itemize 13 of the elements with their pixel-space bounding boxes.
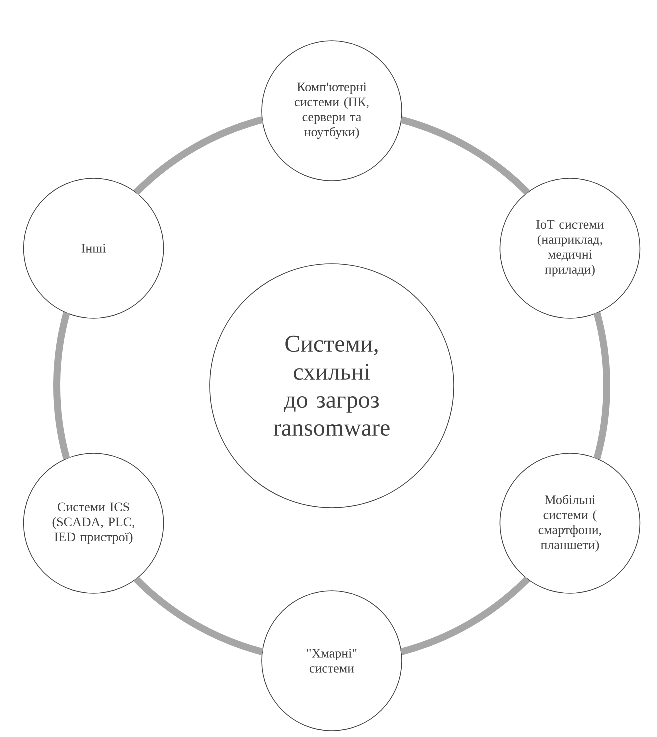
ring-arc <box>134 576 264 656</box>
circle-node: Інші <box>23 178 164 319</box>
ring-arc <box>400 116 530 196</box>
circle-node: IoT системи (наприклад, медичні прилади) <box>500 178 641 319</box>
ring-arc <box>134 116 264 196</box>
ring-arc <box>54 312 70 460</box>
circle-node: "Хмарні" системи <box>262 590 402 732</box>
circle-node: Мобільні системи ( смартфони, планшети) <box>500 453 641 594</box>
ring-arc <box>594 312 610 460</box>
circle-node: Системи, схильні до загроз ransomware <box>210 264 454 508</box>
circle-node: Комп'ютерні системи (ПК, сервери та ноутбуки) <box>262 40 402 182</box>
ring-arc <box>400 576 530 656</box>
circle-node: Системи ICS (SCADA, PLC, IED пристрої) <box>23 453 164 594</box>
